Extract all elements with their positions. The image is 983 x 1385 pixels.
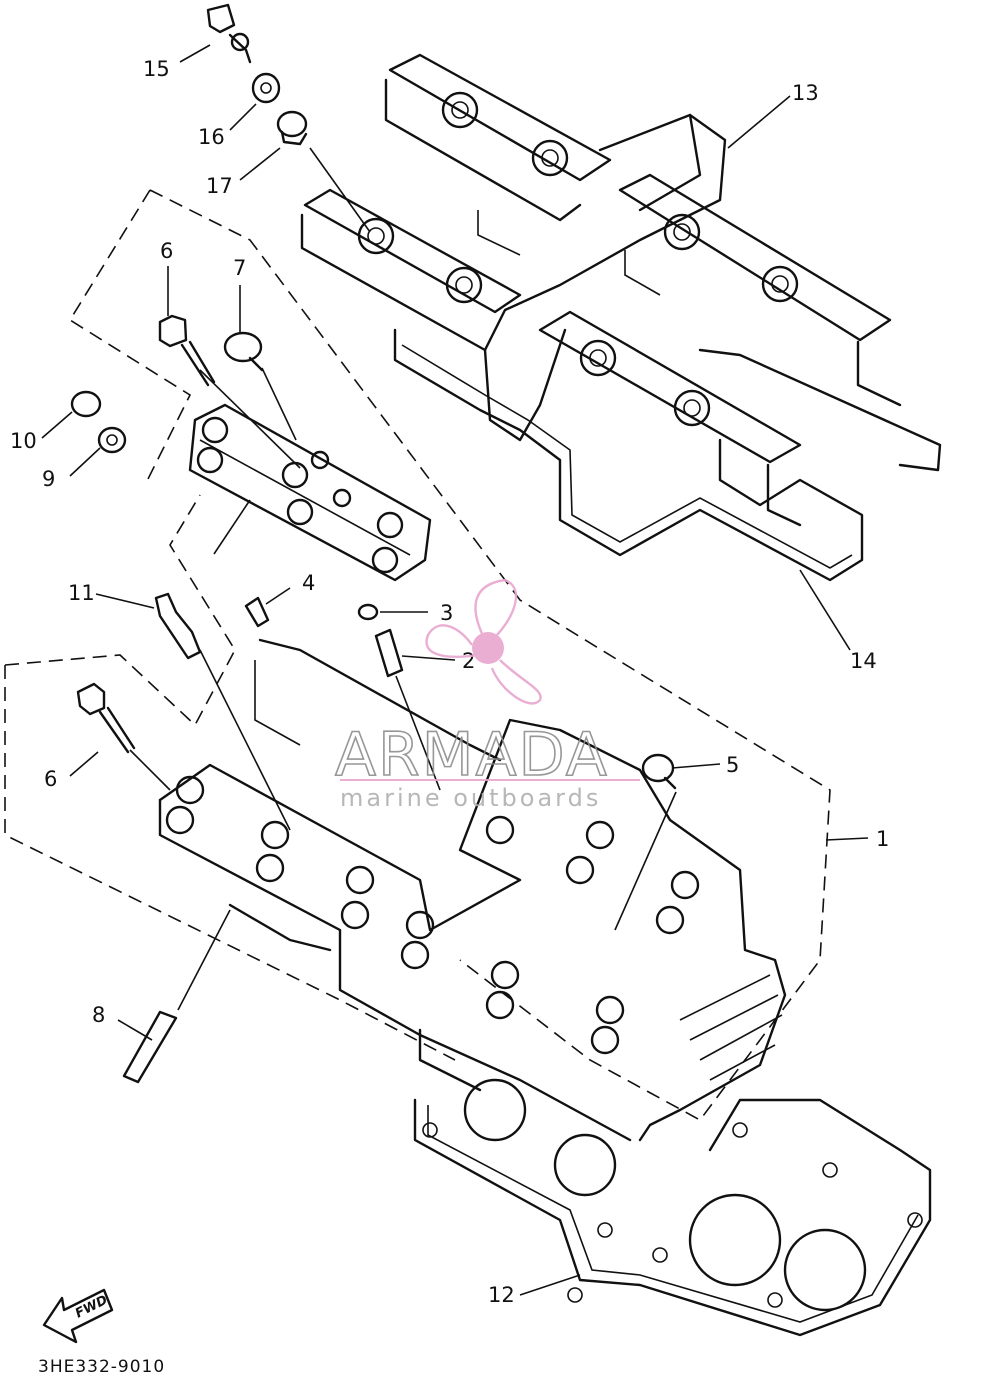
cylinder-head-gasket [413, 1078, 932, 1337]
part-2-bolt [374, 628, 404, 678]
part-16-washer [251, 72, 281, 104]
part-6-bolt-lower [76, 682, 136, 754]
head-cover-gasket [393, 328, 942, 582]
watermark: ARMADA marine outboards [334, 578, 640, 812]
diagram-code: 3HE332-9010 [38, 1357, 165, 1377]
part-17-grommet [276, 110, 308, 146]
assembly-outline-upper [68, 189, 831, 1122]
cylinder-head [158, 638, 787, 1142]
callouts: 15 16 17 13 6 7 10 9 4 3 2 14 11 6 5 1 8… [10, 57, 889, 1307]
watermark-tagline: marine outboards [340, 784, 601, 812]
callout-6-upper: 6 [160, 239, 173, 263]
part-3-clip [357, 603, 379, 621]
callout-6-lower: 6 [44, 767, 57, 791]
part-11-spark-plug [154, 592, 202, 660]
camshaft-cap-upper [188, 403, 432, 582]
callout-7: 7 [233, 256, 246, 280]
callout-13: 13 [792, 81, 819, 105]
callout-3: 3 [440, 601, 453, 625]
part-7-plug [223, 331, 264, 372]
callout-4: 4 [302, 571, 315, 595]
leader-lines [41, 44, 869, 1296]
callout-16: 16 [198, 125, 225, 149]
part-4-dowel [244, 596, 270, 628]
callout-12: 12 [488, 1283, 515, 1307]
callout-17: 17 [206, 174, 233, 198]
callout-9: 9 [42, 467, 55, 491]
part-8-stud [122, 1010, 178, 1084]
callout-10: 10 [10, 429, 37, 453]
callout-1: 1 [876, 827, 889, 851]
part-15-bolt [206, 3, 252, 64]
fwd-arrow-icon: FWD [42, 1288, 114, 1344]
callout-8: 8 [92, 1003, 105, 1027]
part-6-bolt-upper [158, 314, 216, 387]
part-10-grommet [70, 390, 102, 418]
callout-14: 14 [850, 649, 877, 673]
watermark-name: ARMADA [335, 720, 609, 790]
cylinder-head-cover [300, 53, 902, 527]
assembly-outline-lower [4, 494, 456, 1061]
part-9-washer [97, 426, 127, 454]
callout-11: 11 [68, 581, 95, 605]
propeller-logo-icon [425, 578, 542, 705]
callout-15: 15 [143, 57, 170, 81]
callout-5: 5 [726, 753, 739, 777]
